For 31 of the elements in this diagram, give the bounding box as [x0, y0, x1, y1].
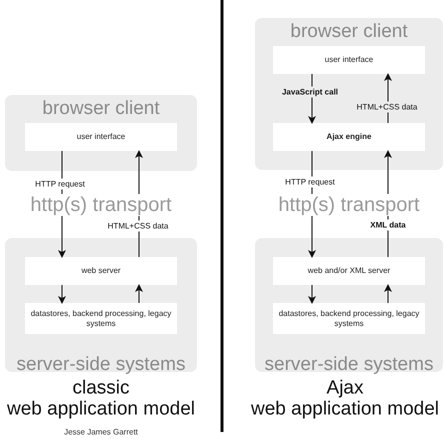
arrow [308, 284, 316, 304]
group-panel [255, 238, 443, 372]
process-box: datastores, backend processing, legacy systems [273, 303, 425, 334]
group-heading: browser client [41, 98, 161, 120]
arrow [135, 284, 143, 304]
model-title: Ajax [326, 378, 364, 400]
transport-label: http(s) transport [278, 194, 420, 216]
edge-label: HTML+CSS data [106, 220, 170, 232]
group-heading: browser client [289, 21, 409, 43]
arrow [384, 284, 392, 304]
process-box: web and/or XML server [273, 257, 425, 285]
edge-label: HTTP request [284, 176, 336, 188]
edge-label: JavaScript call [280, 86, 340, 98]
edge-label: XML data [369, 220, 407, 230]
group-panel [5, 95, 197, 171]
group-panel [5, 238, 197, 372]
group-heading: server-side systems [16, 354, 186, 376]
arrow [58, 284, 66, 304]
process-box: user interface [273, 46, 425, 74]
process-box: web server [25, 257, 177, 285]
edge-label: HTTP request [34, 178, 86, 190]
process-box: Ajax engine [273, 123, 425, 151]
model-title: web application model [251, 400, 439, 420]
process-box: user interface [25, 123, 177, 151]
credit-text: Jesse James Garrett [64, 428, 138, 438]
group-heading: server-side systems [264, 354, 434, 376]
process-box: datastores, backend processing, legacy systems [25, 303, 177, 334]
edge-label: HTML+CSS data [356, 102, 418, 112]
transport-label: http(s) transport [30, 194, 172, 216]
model-title: web application model [7, 400, 195, 420]
group-panel [255, 18, 443, 170]
